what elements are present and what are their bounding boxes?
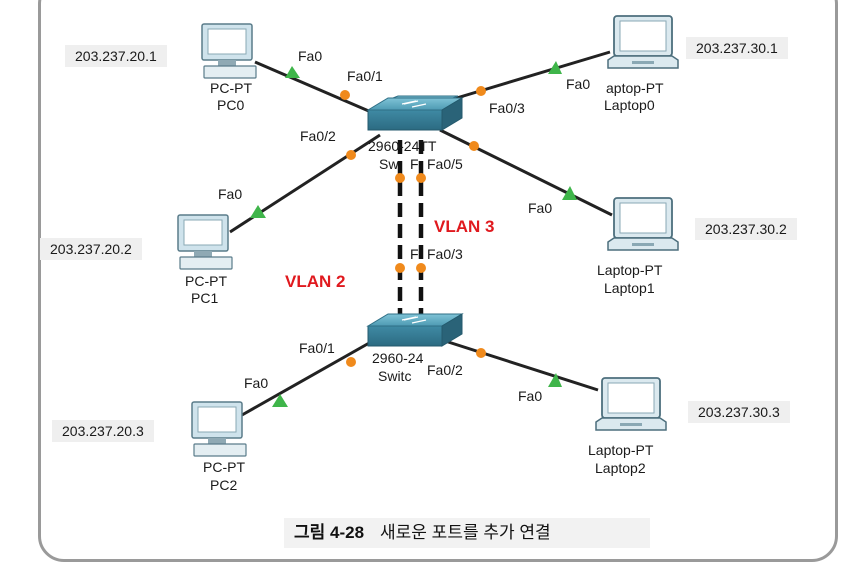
switch1-name: Switc bbox=[378, 368, 412, 384]
port-label-sw1-trunk-right: Fa0/3 bbox=[427, 246, 463, 262]
port-sw1-trunk-right bbox=[416, 263, 426, 273]
ip-pc1: 203.237.20.2 bbox=[40, 238, 142, 260]
laptop2-icon[interactable] bbox=[595, 377, 667, 431]
pc1-name: PC1 bbox=[191, 290, 219, 306]
pc0-name: PC0 bbox=[217, 97, 245, 113]
link-pc0-switch0 bbox=[254, 60, 379, 117]
pc2-name: PC2 bbox=[210, 477, 238, 493]
ip-pc2: 203.237.20.3 bbox=[52, 420, 154, 442]
port-up-markers bbox=[250, 61, 577, 407]
laptop0-name: Laptop0 bbox=[604, 97, 655, 113]
link-laptop2-switch1 bbox=[441, 338, 599, 392]
switch1-icon[interactable] bbox=[366, 313, 464, 347]
ip-laptop0: 203.237.30.1 bbox=[686, 37, 788, 59]
port-up-laptop0 bbox=[548, 61, 562, 74]
pc1-type: PC-PT bbox=[185, 273, 227, 289]
vlan3-label: VLAN 3 bbox=[434, 217, 495, 236]
figure-frame bbox=[38, 0, 838, 562]
switch0-name: Sw bbox=[379, 156, 399, 172]
ip-pc0: 203.237.20.1 bbox=[65, 45, 167, 67]
laptop0-icon[interactable] bbox=[607, 15, 679, 69]
port-sw0-trunk-left bbox=[395, 173, 405, 183]
port-label-sw0-pc0: Fa0/1 bbox=[347, 68, 383, 84]
port-label-pc1: Fa0 bbox=[218, 186, 243, 202]
link-pc2-switch1 bbox=[241, 336, 379, 417]
pc2-icon[interactable] bbox=[191, 401, 247, 457]
port-label-sw0-laptop1: Fa0/5 bbox=[427, 156, 463, 172]
ip-laptop2: 203.237.30.3 bbox=[688, 401, 790, 423]
port-up-laptop1 bbox=[562, 186, 577, 200]
laptop0-type: aptop-PT bbox=[606, 80, 664, 96]
pc1-icon[interactable] bbox=[177, 214, 233, 270]
port-label-sw1-laptop2: Fa0/2 bbox=[427, 362, 463, 378]
laptop2-name: Laptop2 bbox=[595, 460, 646, 476]
figure-caption: 그림 4-28 새로운 포트를 추가 연결 bbox=[284, 518, 650, 548]
switch1-model: 2960-24 bbox=[372, 350, 424, 366]
port-label-sw1-trunk-left: F bbox=[410, 246, 419, 262]
switch0-model: 2960-24TT bbox=[368, 138, 437, 154]
port-label-sw0-pc1: Fa0/2 bbox=[300, 128, 336, 144]
port-up-pc2 bbox=[272, 394, 288, 407]
port-up-laptop2 bbox=[548, 373, 562, 387]
port-label-laptop0: Fa0 bbox=[566, 76, 591, 92]
figure-title: 새로운 포트를 추가 연결 bbox=[380, 523, 551, 542]
port-label-pc0: Fa0 bbox=[298, 48, 323, 64]
port-label-laptop1: Fa0 bbox=[528, 200, 553, 216]
laptop1-type: Laptop-PT bbox=[597, 262, 663, 278]
port-sw0-fa0-5 bbox=[469, 141, 479, 151]
laptop2-type: Laptop-PT bbox=[588, 442, 654, 458]
port-label-pc2: Fa0 bbox=[244, 375, 269, 391]
port-sw1-fa0-2 bbox=[476, 348, 486, 358]
port-sw0-fa0-3 bbox=[476, 86, 486, 96]
pc0-icon[interactable] bbox=[201, 23, 257, 79]
port-sw1-trunk-left bbox=[395, 263, 405, 273]
figure-number: 그림 4-28 bbox=[294, 523, 365, 542]
switch0-icon[interactable] bbox=[366, 95, 464, 131]
link-laptop1-switch0 bbox=[439, 128, 613, 217]
port-label-sw1-pc2: Fa0/1 bbox=[299, 340, 335, 356]
port-sw1-fa0-1 bbox=[346, 357, 356, 367]
laptop1-name: Laptop1 bbox=[604, 280, 655, 296]
pc2-type: PC-PT bbox=[203, 459, 245, 475]
port-up-pc1 bbox=[250, 205, 266, 218]
port-sw0-fa0-2 bbox=[346, 150, 356, 160]
vlan2-label: VLAN 2 bbox=[285, 272, 346, 291]
trunk-links bbox=[397, 140, 424, 318]
port-sw0-fa0-1 bbox=[340, 90, 350, 100]
port-label-laptop2: Fa0 bbox=[518, 388, 543, 404]
port-label-sw0-laptop0: Fa0/3 bbox=[489, 100, 525, 116]
port-label-sw0-trunk-left: F bbox=[410, 156, 419, 172]
port-sw0-trunk-right bbox=[416, 173, 426, 183]
port-pending-markers bbox=[340, 86, 486, 367]
ip-laptop1: 203.237.30.2 bbox=[695, 218, 797, 240]
laptop1-icon[interactable] bbox=[607, 197, 679, 251]
pc0-type: PC-PT bbox=[210, 80, 252, 96]
port-up-pc0 bbox=[285, 66, 300, 78]
